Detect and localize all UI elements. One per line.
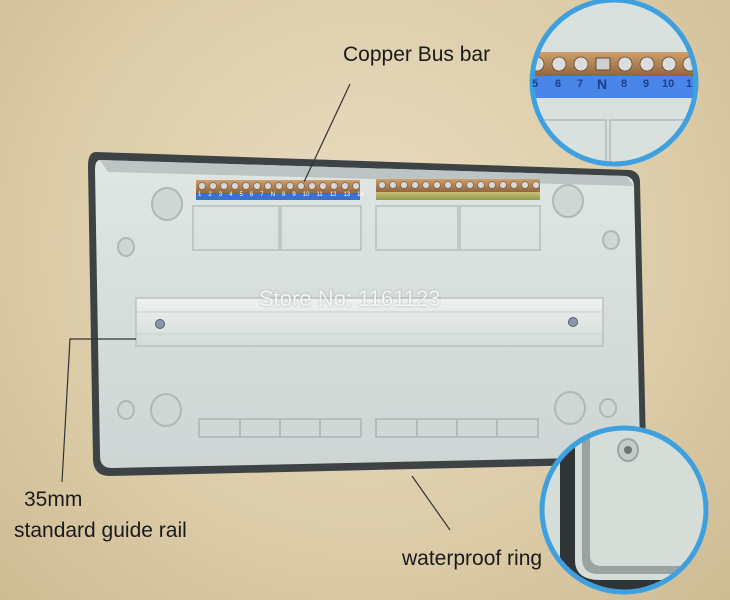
terminal-number: 2 — [208, 192, 212, 198]
terminal-number: 10 — [302, 192, 310, 198]
zoom-terminal-number: 7 — [577, 78, 584, 90]
copper-bus-bar — [196, 180, 360, 200]
zoom-terminal-number: 5 — [532, 78, 539, 90]
busbar-mounts — [192, 205, 541, 251]
terminal-number: 3 — [218, 192, 223, 198]
terminal-number: 9 — [292, 192, 296, 198]
label-waterproof-ring: waterproof ring — [402, 547, 543, 570]
terminal-number: 12 — [329, 192, 337, 198]
label-copper-bus-bar: Copper Bus bar — [343, 43, 491, 66]
label-guide-rail-size: 35mm — [24, 488, 83, 511]
store-watermark: Store No: 1161123 — [259, 286, 441, 311]
terminal-number: 4 — [229, 192, 233, 198]
earth-bus-bar — [376, 179, 540, 200]
zoom-terminal-number: N — [597, 76, 608, 92]
busbar-zoom-circle — [529, 0, 699, 167]
screw-bosses — [117, 184, 620, 427]
zoom-terminal-number: 9 — [643, 78, 650, 90]
terminal-number: 14 — [357, 192, 364, 198]
terminal-number: 13 — [343, 192, 351, 198]
zoom-terminal-number: 6 — [555, 78, 562, 90]
terminal-number: N — [270, 192, 275, 198]
terminal-number: 8 — [282, 192, 286, 198]
waterproof-ring-zoom-circle — [539, 425, 709, 595]
terminal-number: 7 — [260, 192, 264, 198]
terminal-number: 1 — [198, 192, 202, 198]
zoom-terminal-number: 1 — [686, 78, 693, 90]
zoom-terminal-number: 10 — [662, 78, 675, 90]
knockout-slots — [198, 418, 539, 438]
terminal-number: 5 — [239, 192, 243, 198]
terminal-number: 6 — [249, 192, 254, 198]
zoom-terminal-number: 8 — [621, 78, 628, 90]
label-guide-rail: standard guide rail — [14, 519, 187, 542]
busbar-terminal-numbers: 1 2 3 4 5 6 7 N 8 9 10 11 12 13 14 — [198, 192, 364, 201]
din-guide-rail — [135, 297, 604, 347]
terminal-number: 11 — [316, 192, 323, 198]
callout-lines — [61, 83, 451, 531]
